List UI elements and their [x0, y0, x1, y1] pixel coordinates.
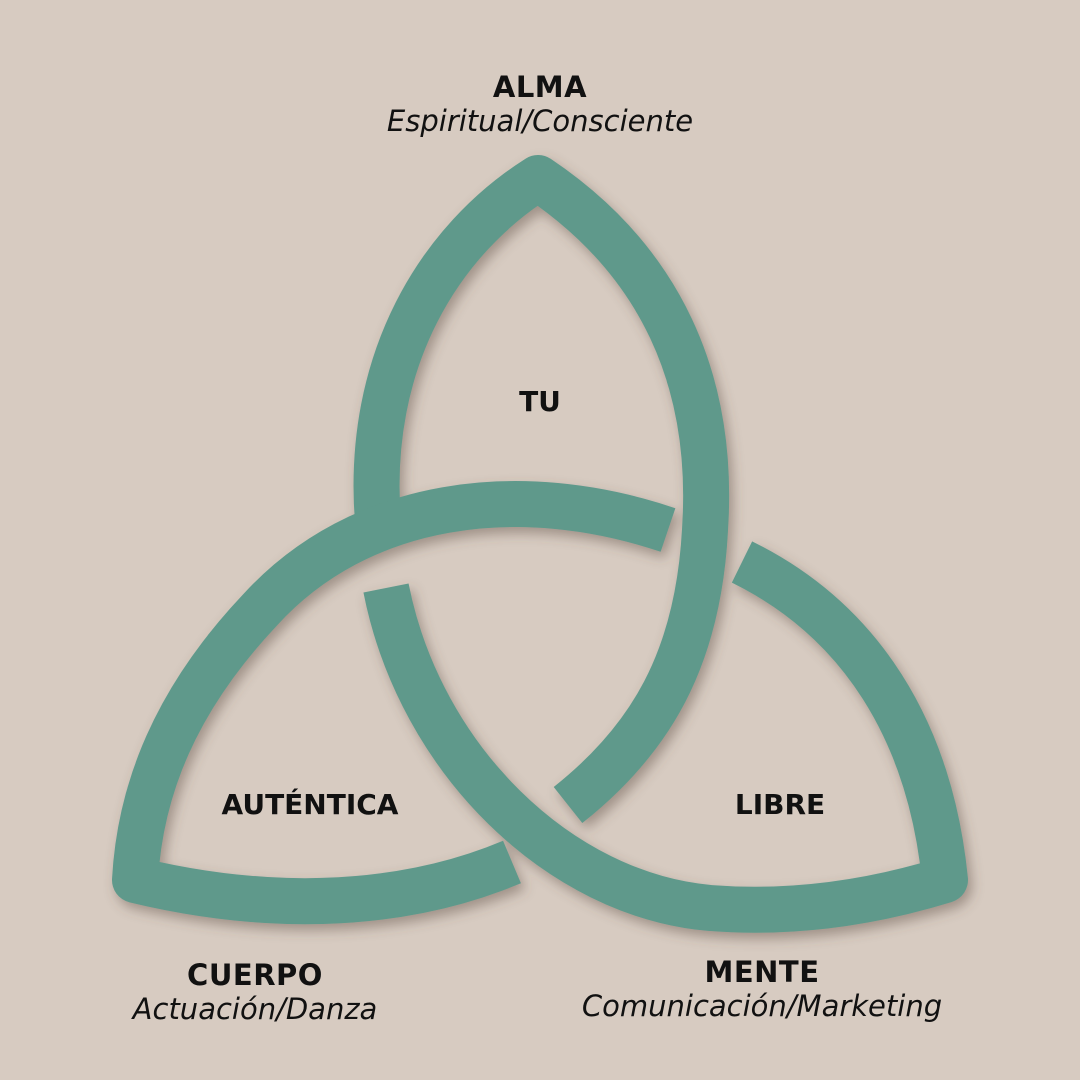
- alma-title: ALMA: [492, 70, 588, 104]
- alma-label: ALMA Espiritual/Consciente: [387, 70, 693, 138]
- knot-loop-left: [112, 481, 676, 925]
- cuerpo-subtitle: Actuación/Danza: [132, 992, 378, 1026]
- mente-label: MENTE Comunicación/Marketing: [582, 955, 942, 1023]
- tu-label: TU: [519, 385, 561, 418]
- cuerpo-label: CUERPO Actuación/Danza: [133, 958, 378, 1026]
- knot-loop-right: [363, 541, 968, 933]
- autentica-label: AUTÉNTICA: [221, 788, 399, 821]
- knot-loop-top: [353, 155, 730, 824]
- alma-subtitle: Espiritual/Consciente: [386, 104, 694, 138]
- cuerpo-title: CUERPO: [187, 958, 323, 992]
- mente-title: MENTE: [704, 955, 820, 989]
- libre-label: LIBRE: [734, 788, 826, 821]
- mente-subtitle: Comunicación/Marketing: [581, 989, 943, 1023]
